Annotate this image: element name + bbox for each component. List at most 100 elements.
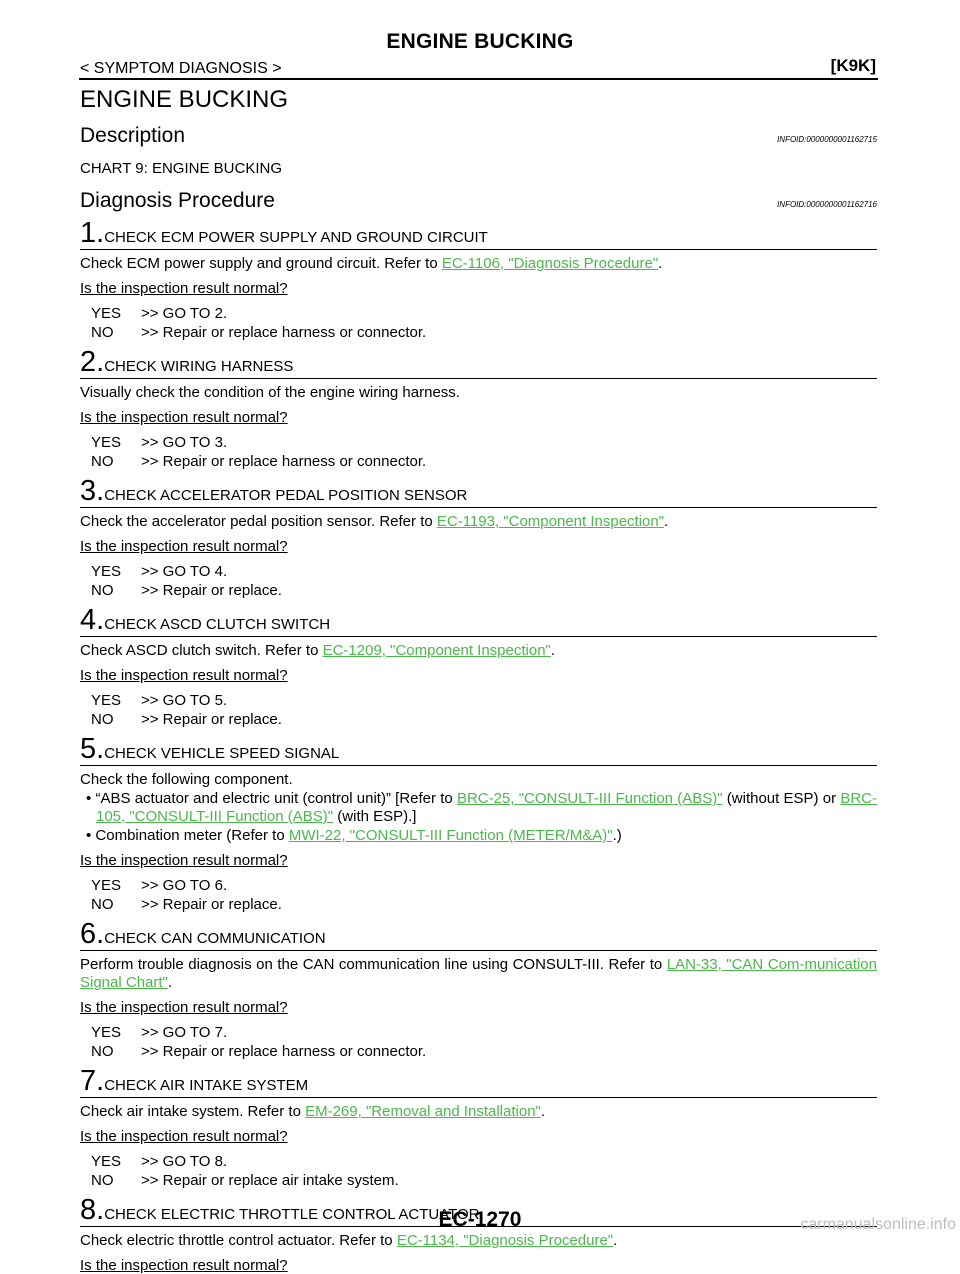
instruction-text: Perform trouble diagnosis on the CAN com… — [80, 956, 667, 973]
step-4: 4.CHECK ASCD CLUTCH SWITCH Check ASCD cl… — [80, 606, 877, 729]
instruction-text: Check air intake system. Refer to — [80, 1103, 306, 1120]
step-number: 2. — [80, 346, 105, 378]
inspection-question: Is the inspection result normal? — [80, 999, 288, 1016]
step-1: 1.CHECK ECM POWER SUPPLY AND GROUND CIRC… — [80, 219, 877, 342]
step-7: 7.CHECK AIR INTAKE SYSTEM Check air inta… — [80, 1067, 877, 1190]
instruction-text: . — [613, 1232, 618, 1249]
instruction-text: . — [658, 255, 663, 272]
answer-block: YES>> GO TO 7. NO>> Repair or replace ha… — [91, 1023, 877, 1061]
yes-action: >> GO TO 5. — [141, 692, 228, 709]
step-instruction: Check the accelerator pedal position sen… — [80, 513, 877, 531]
step-title: CHECK ECM POWER SUPPLY AND GROUND CIRCUI… — [104, 229, 488, 246]
step-instruction: Check ASCD clutch switch. Refer to EC-12… — [80, 642, 877, 660]
instruction-text: . — [167, 974, 173, 991]
inspection-question: Is the inspection result normal? — [80, 538, 288, 555]
reference-link[interactable]: EC-1106, "Diagnosis Procedure" — [441, 255, 659, 272]
instruction-text: . — [550, 642, 556, 659]
step-header: 2.CHECK WIRING HARNESS — [80, 348, 877, 379]
yes-action: >> GO TO 6. — [141, 877, 228, 894]
yes-label: YES — [91, 877, 122, 894]
yes-label: YES — [91, 305, 122, 322]
reference-link[interactable]: EC-1193, "Component Inspection" — [436, 513, 665, 530]
inspection-question: Is the inspection result normal? — [80, 409, 288, 426]
no-label: NO — [91, 896, 114, 913]
reference-link[interactable]: EC-1134, "Diagnosis Procedure" — [396, 1232, 614, 1249]
yes-action: >> GO TO 4. — [141, 563, 228, 580]
step-instruction: Check the following component. — [80, 771, 293, 788]
component-bullet: • Combination meter (Refer to MWI-22, "C… — [80, 827, 877, 845]
step-header: 5.CHECK VEHICLE SPEED SIGNAL — [80, 735, 877, 766]
reference-link[interactable]: LAN-33, "CAN Com-munication Signal Chart… — [80, 956, 877, 991]
step-title: CHECK ACCELERATOR PEDAL POSITION SENSOR — [104, 487, 468, 504]
instruction-text: Check ASCD clutch switch. Refer to — [80, 642, 323, 659]
reference-link[interactable]: MWI-22, "CONSULT-III Function (METER/M&A… — [288, 827, 613, 844]
inspection-question: Is the inspection result normal? — [80, 280, 288, 297]
yes-action: >> GO TO 2. — [141, 305, 228, 322]
step-number: 4. — [80, 604, 105, 636]
no-label: NO — [91, 1043, 114, 1060]
engine-code: [K9K] — [830, 56, 876, 75]
yes-label: YES — [91, 1153, 122, 1170]
step-title: CHECK AIR INTAKE SYSTEM — [104, 1077, 309, 1094]
yes-label: YES — [91, 692, 122, 709]
step-header: 6.CHECK CAN COMMUNICATION — [80, 920, 877, 951]
yes-action: >> GO TO 3. — [141, 434, 228, 451]
step-instruction: Check air intake system. Refer to EM-269… — [80, 1103, 877, 1121]
description-text: CHART 9: ENGINE BUCKING — [80, 160, 282, 177]
step-instruction: Check ECM power supply and ground circui… — [80, 255, 877, 273]
header-rule — [79, 78, 878, 80]
answer-block: YES >> GO TO 2. NO >> Repair or replace ha… — [91, 304, 877, 342]
step-6: 6.CHECK CAN COMMUNICATION Perform troubl… — [80, 920, 877, 1061]
step-title: CHECK WIRING HARNESS — [104, 358, 294, 375]
instruction-text: Check electric throttle control actuator… — [80, 1232, 397, 1249]
no-action: >> Repair or replace harness or connecto… — [141, 324, 427, 341]
reference-link[interactable]: EC-1209, "Component Inspection" — [322, 642, 551, 659]
reference-link[interactable]: BRC-105, "CONSULT-III Function (ABS)" — [96, 790, 877, 825]
no-label: NO — [91, 711, 114, 728]
no-label: NO — [91, 324, 114, 341]
component-bullet: • “ABS actuator and electric unit (contr… — [80, 790, 877, 826]
step-instruction: Perform trouble diagnosis on the CAN com… — [80, 956, 877, 992]
yes-label: YES — [91, 434, 122, 451]
answer-block: YES >> GO TO 8. NO >> Repair or replace ai… — [91, 1152, 877, 1190]
description-heading: Description — [80, 124, 186, 147]
step-title: CHECK ASCD CLUTCH SWITCH — [104, 616, 331, 633]
page-header-title: ENGINE BUCKING — [386, 30, 574, 53]
step-instruction: Visually check the condition of the engi… — [80, 384, 460, 401]
step-3: 3.CHECK ACCELERATOR PEDAL POSITION SENSO… — [80, 477, 877, 600]
breadcrumb: < SYMPTOM DIAGNOSIS > — [80, 60, 282, 77]
no-action: >> Repair or replace. — [141, 711, 282, 728]
reference-link[interactable]: BRC-25, "CONSULT-III Function (ABS)" — [456, 790, 723, 807]
no-action: >> Repair or replace air intake system. — [141, 1172, 399, 1189]
step-header: 8.CHECK ELECTRIC THROTTLE CONTROL ACTUAT… — [80, 1196, 877, 1227]
step-number: 8. — [80, 1194, 105, 1226]
procedure-heading-row: Diagnosis Procedure INFOID:0000000001162… — [80, 189, 877, 213]
inspection-question: Is the inspection result normal? — [80, 1128, 288, 1145]
step-title: CHECK CAN COMMUNICATION — [104, 930, 326, 947]
step-number: 6. — [80, 918, 105, 950]
step-header: 1.CHECK ECM POWER SUPPLY AND GROUND CIRC… — [80, 219, 877, 250]
yes-action: >> GO TO 8. — [141, 1153, 228, 1170]
step-header: 3.CHECK ACCELERATOR PEDAL POSITION SENSO… — [80, 477, 877, 508]
yes-label: YES — [91, 1024, 122, 1041]
no-label: NO — [91, 1172, 114, 1189]
step-header: 4.CHECK ASCD CLUTCH SWITCH — [80, 606, 877, 637]
instruction-text: . — [540, 1103, 546, 1120]
yes-label: YES — [91, 563, 122, 580]
bullet-text: • Combination meter (Refer to — [86, 827, 289, 844]
bullet-text: (with ESP).] — [333, 808, 417, 825]
no-label: NO — [91, 453, 114, 470]
bullet-text: (without ESP) or — [722, 790, 841, 807]
inspection-question: Is the inspection result normal? — [80, 852, 288, 869]
inspection-question: Is the inspection result normal? — [80, 1257, 288, 1274]
step-5: 5.CHECK VEHICLE SPEED SIGNAL Check the f… — [80, 735, 877, 914]
watermark: carmanualsonline.info — [800, 1216, 956, 1233]
step-header: 7.CHECK AIR INTAKE SYSTEM — [80, 1067, 877, 1098]
description-heading-row: Description INFOID:0000000001162715 — [80, 124, 877, 148]
no-action: >> Repair or replace. — [141, 582, 282, 599]
instruction-text: . — [664, 513, 669, 530]
main-title: ENGINE BUCKING — [80, 86, 289, 113]
no-label: NO — [91, 582, 114, 599]
yes-action: >> GO TO 7. — [141, 1024, 228, 1041]
reference-link[interactable]: EM-269, "Removal and Installation" — [305, 1103, 541, 1120]
